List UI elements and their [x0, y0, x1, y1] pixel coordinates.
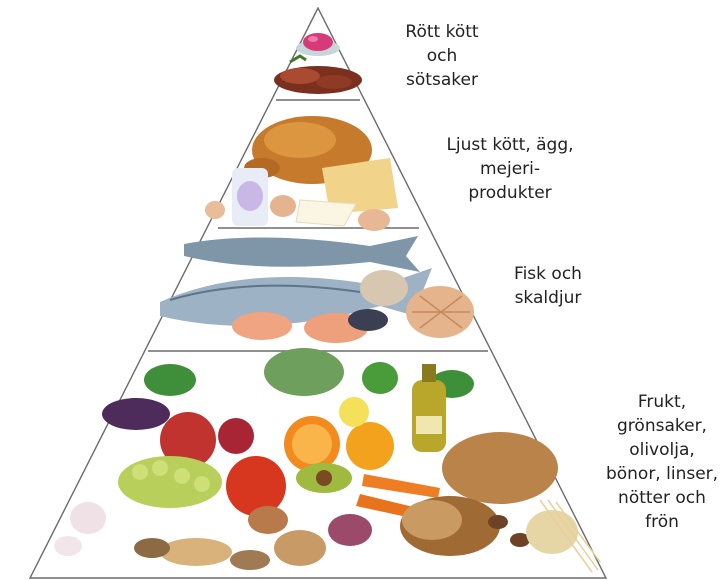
tomato-icon	[226, 456, 286, 516]
eggplant-icon	[102, 398, 170, 430]
tier-fish-illustration	[160, 236, 474, 343]
tier-light-meat-illustration	[205, 116, 398, 231]
sweets-bowl-icon	[296, 33, 340, 56]
garlic-icon	[54, 502, 106, 556]
tier-label-plant-foods: Frukt, grönsaker, olivolja, bönor, linse…	[598, 390, 726, 534]
grapes-icon	[118, 456, 222, 508]
yogurt-jar-icon	[232, 168, 268, 226]
avocado-icon	[296, 463, 352, 493]
steak-icon	[274, 56, 362, 94]
tier-red-meat-sweets-illustration	[274, 33, 362, 94]
tier-plant-foods-illustration	[54, 348, 600, 572]
tier-label-red-meat-sweets: Rött kött och sötsaker	[392, 20, 492, 92]
tier-label-fish-shellfish: Fisk och skaldjur	[496, 262, 600, 310]
citrus-icon	[284, 397, 394, 472]
tier-label-light-meat-eggs-dairy: Ljust kött, ägg, mejeri- produkter	[440, 133, 580, 205]
